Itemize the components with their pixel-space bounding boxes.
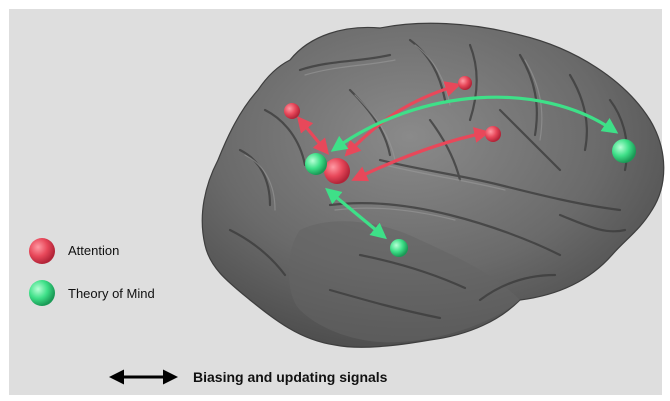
signal-legend-label: Biasing and updating signals	[193, 369, 388, 385]
brain-surface	[201, 22, 665, 348]
tom-node	[612, 139, 636, 163]
tom-legend-marker	[29, 280, 55, 306]
legend-label-attention: Attention	[68, 243, 120, 258]
legend-label-theory-of-mind: Theory of Mind	[68, 286, 155, 301]
tom-node	[305, 153, 327, 175]
tom-node	[390, 239, 408, 257]
tom-nodes	[305, 139, 636, 257]
attention-node	[324, 158, 350, 184]
attention-legend-marker	[29, 238, 55, 264]
tom-arrow-1	[330, 95, 619, 152]
attention-arrow-1	[296, 116, 330, 155]
attention-node	[485, 126, 501, 142]
tom-arrow-2	[325, 187, 387, 240]
attention-nodes	[284, 76, 501, 184]
attention-node	[284, 103, 300, 119]
attention-node	[458, 76, 472, 90]
tom-arrows	[325, 95, 619, 240]
